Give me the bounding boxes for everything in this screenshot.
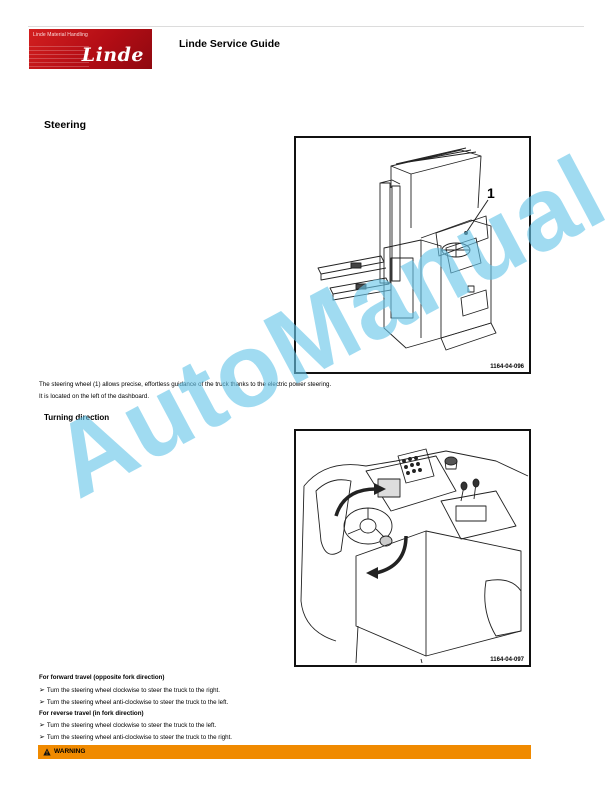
callout-number: 1: [487, 185, 495, 201]
arrow-bullet-icon: ➢: [39, 734, 45, 741]
subsection-title: Turning direction: [44, 413, 110, 422]
instruction-step: ➢Turn the steering wheel anti-clockwise …: [39, 734, 232, 741]
steering-wheel-figure: 1164-04-097: [294, 429, 531, 667]
linde-logo: Linde Material Handling Linde: [29, 29, 152, 69]
logo-tagline: Linde Material Handling: [33, 32, 88, 38]
forward-travel-heading: For forward travel (opposite fork direct…: [39, 674, 165, 681]
instruction-text: Turn the steering wheel clockwise to ste…: [46, 687, 220, 694]
description-line: The steering wheel (1) allows precise, e…: [39, 381, 332, 388]
instruction-text: Turn the steering wheel clockwise to ste…: [46, 722, 217, 729]
figure-code: 1164-04-097: [490, 657, 524, 663]
instruction-text: Turn the steering wheel anti-clockwise t…: [46, 734, 233, 741]
header-rule: [28, 26, 584, 27]
logo-pattern: [29, 45, 89, 67]
instruction-step: ➢Turn the steering wheel clockwise to st…: [39, 722, 216, 729]
instruction-step: ➢Turn the steering wheel clockwise to st…: [39, 687, 220, 694]
logo-wordmark: Linde: [81, 44, 144, 66]
warning-banner: WARNING: [38, 745, 531, 759]
description-line: It is located on the left of the dashboa…: [39, 393, 150, 400]
section-title: Steering: [44, 119, 87, 131]
arrow-bullet-icon: ➢: [39, 687, 45, 694]
figure-code: 1164-04-096: [490, 364, 524, 370]
warning-triangle-icon: [43, 748, 51, 756]
truck-illustration: [317, 147, 497, 351]
instruction-step: ➢Turn the steering wheel anti-clockwise …: [39, 699, 228, 706]
instruction-text: Turn the steering wheel anti-clockwise t…: [46, 699, 229, 706]
guide-title: Linde Service Guide: [179, 38, 280, 50]
truck-overview-figure: 1 1164-04-096: [294, 136, 531, 374]
arrow-bullet-icon: ➢: [39, 699, 45, 706]
steering-illustration: [300, 448, 529, 664]
reverse-travel-heading: For reverse travel (in fork direction): [39, 710, 144, 717]
warning-label: WARNING: [54, 748, 86, 755]
arrow-bullet-icon: ➢: [39, 722, 45, 729]
